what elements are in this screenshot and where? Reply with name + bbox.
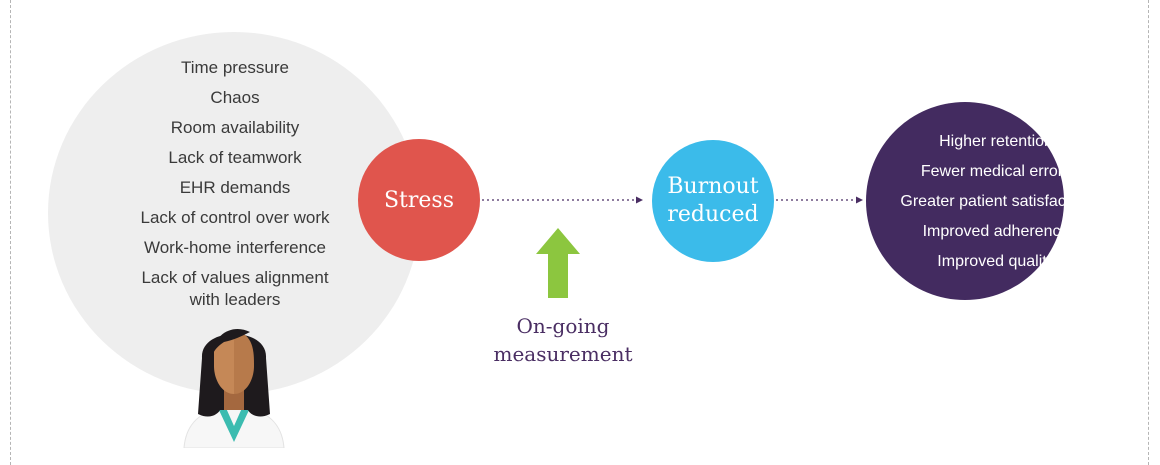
burnout-label-line: Burnout [667,174,759,199]
stress-circle: Stress [358,139,480,261]
connector-arrowhead-icon [636,196,643,204]
stressor-item-values-alignment: Lack of values alignment with leaders [110,263,360,311]
stressor-item: Lack of teamwork [168,148,302,167]
stress-label: Stress [383,187,455,213]
measurement-label-line: measurement [493,342,633,366]
stressor-item: Work-home interference [143,238,327,257]
up-arrow-icon [536,228,580,298]
stressor-item-line: Lack of values alignment [141,268,329,287]
outcome-item: Improved quality [937,253,1055,270]
burnout-reduced-label: Burnout reduced [667,173,758,229]
stressor-item: Room availability [170,118,300,137]
measurement-label-line: On-going [516,314,610,338]
outcome-item: Greater patient satisfaction [900,193,1092,210]
outcome-item: Improved adherence [922,223,1070,240]
stressor-item: EHR demands [179,178,291,197]
stressor-item: Lack of control over work [140,208,330,227]
stressor-list: Time pressure Chaos Room availability La… [110,53,360,311]
burnout-reduced-circle: Burnout reduced [652,140,774,262]
doctor-avatar-icon [183,329,285,448]
connector-arrowhead-icon [856,196,863,204]
stressor-item: Chaos [210,88,260,107]
outcomes-circle [866,102,1064,300]
burnout-label-line: reduced [667,202,759,227]
left-dashed-border [10,0,11,465]
outcome-item: Higher retention [939,133,1053,150]
stressor-item: Time pressure [180,58,289,77]
stressor-item-line: with leaders [189,290,281,309]
outcome-item: Fewer medical errors [920,163,1072,180]
outcome-list: Higher retention Fewer medical errors Gr… [870,127,1122,277]
right-dashed-border [1148,0,1149,465]
ongoing-measurement-label: On-going measurement [478,312,648,368]
